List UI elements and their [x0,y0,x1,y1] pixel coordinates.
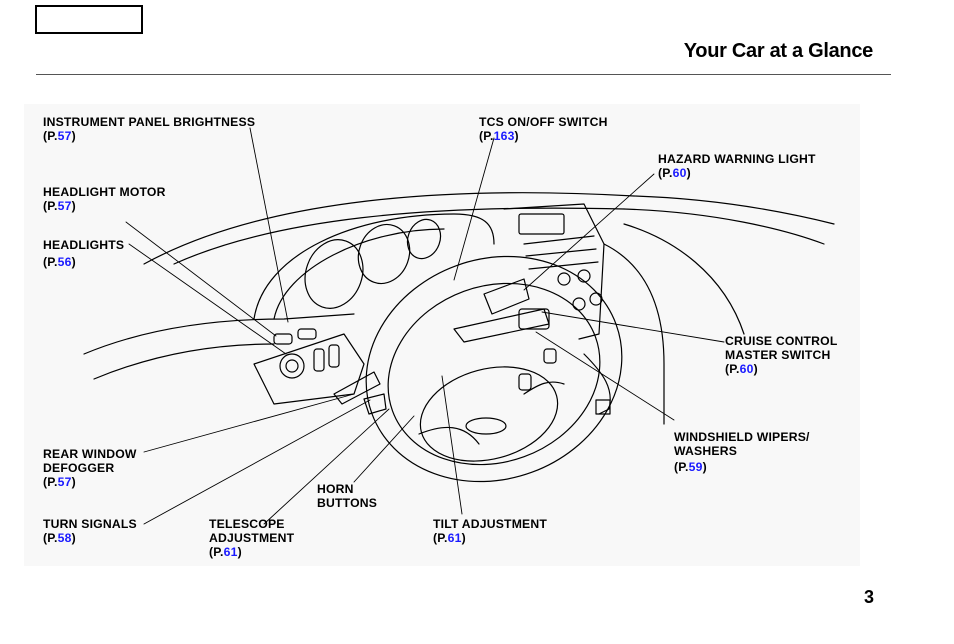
page-link[interactable]: 59 [688,460,703,474]
callout-label: HAZARD WARNING LIGHT [658,152,816,166]
callout-label: INSTRUMENT PANEL BRIGHTNESS [43,115,256,129]
callout-horn-buttons: HORN BUTTONS [317,482,377,510]
callout-label: HEADLIGHT MOTOR [43,185,166,199]
callout-label: ADJUSTMENT [209,531,295,545]
page-ref: (P.163) [479,129,519,143]
page-ref: (P.60) [658,166,691,180]
callout-turn-signals: TURN SIGNALS (P.58) [43,517,137,545]
page-ref: (P.61) [433,531,466,545]
callout-label: CRUISE CONTROL [725,334,838,348]
callout-label: WASHERS [674,444,738,458]
callout-instrument-panel-brightness: INSTRUMENT PANEL BRIGHTNESS (P.57) [43,115,255,143]
page-ref: (P.57) [43,199,76,213]
callout-tilt-adjustment: TILT ADJUSTMENT (P.61) [433,517,547,545]
callout-rear-window-defogger: REAR WINDOW DEFOGGER (P.57) [43,447,137,489]
callout-label: TILT ADJUSTMENT [433,517,548,531]
callout-label: TCS ON/OFF SWITCH [479,115,608,129]
page-link[interactable]: 61 [223,545,238,559]
page-ref: (P.59) [674,460,707,474]
callout-label: TURN SIGNALS [43,517,137,531]
section-tab-box [35,5,143,34]
page-ref: (P.61) [209,545,242,559]
page-ref: (P.60) [725,362,758,376]
page-number: 3 [864,587,875,607]
callout-headlight-motor: HEADLIGHT MOTOR (P.57) [43,185,166,213]
page-ref: (P.57) [43,129,76,143]
callout-label: HEADLIGHTS [43,238,125,252]
page-ref: (P.56) [43,255,76,269]
page-link[interactable]: 57 [57,475,72,489]
page-link[interactable]: 60 [672,166,687,180]
callout-label: MASTER SWITCH [725,348,831,362]
page-link[interactable]: 163 [493,129,515,143]
callout-headlights: HEADLIGHTS (P.56) [43,237,124,271]
dashboard-figure: INSTRUMENT PANEL BRIGHTNESS (P.57) TCS O… [24,104,860,566]
page-link[interactable]: 56 [57,255,72,269]
callout-label: REAR WINDOW [43,447,137,461]
page-link[interactable]: 57 [57,129,72,143]
callout-tcs-switch: TCS ON/OFF SWITCH (P.163) [479,115,608,143]
callout-cruise-control-master-switch: CRUISE CONTROL MASTER SWITCH (P.60) [725,334,838,376]
callout-label: HORN [317,482,354,496]
callout-windshield-wipers: WINDSHIELD WIPERS/ WASHERS (P.59) [674,430,810,474]
callout-label: BUTTONS [317,496,378,510]
page-ref: (P.58) [43,531,76,545]
page-title: Your Car at a Glance [683,40,874,62]
callout-telescope-adjustment: TELESCOPE ADJUSTMENT (P.61) [209,517,294,559]
page-link[interactable]: 60 [739,362,754,376]
callout-hazard-warning-light: HAZARD WARNING LIGHT (P.60) [658,152,816,180]
page-link[interactable]: 58 [57,531,72,545]
header-rule [36,74,891,75]
page-ref: (P.57) [43,475,76,489]
callout-label: DEFOGGER [43,461,115,475]
page-link[interactable]: 57 [57,199,72,213]
page-link[interactable]: 61 [447,531,462,545]
callout-label: TELESCOPE [209,517,285,531]
dashboard-drawing [83,127,835,525]
callout-label: WINDSHIELD WIPERS/ [674,430,810,444]
